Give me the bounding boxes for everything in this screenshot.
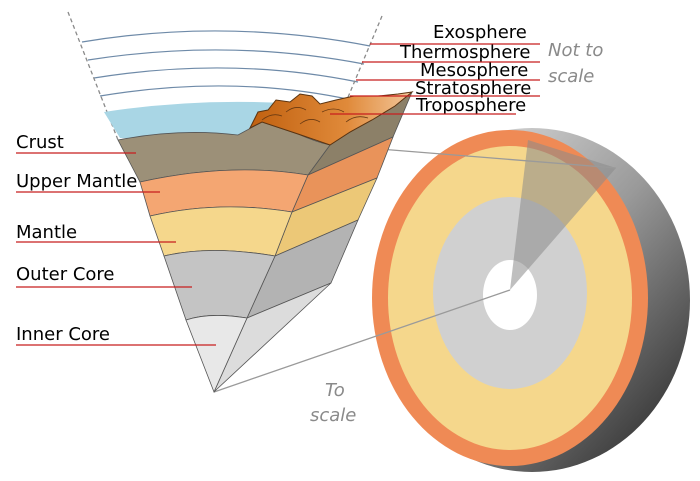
mantle-layer — [149, 206, 293, 257]
mountain-ridge-3 — [299, 119, 321, 125]
mountain-ridge-5 — [345, 116, 369, 123]
scale-notes: Not to scale To scale — [310, 40, 603, 426]
mountain-ridge-4 — [321, 108, 345, 113]
atmosphere-arcs — [81, 30, 371, 101]
connector-bottom — [213, 289, 511, 393]
troposphere-label: Troposphere — [415, 95, 526, 116]
inner-core-layer — [185, 315, 248, 394]
atmosphere-labels: Exosphere Thermosphere Mesosphere Strato… — [399, 22, 540, 116]
outer-core-label: Outer Core — [16, 264, 115, 285]
inner-core-label: Inner Core — [16, 324, 110, 345]
mountain-ridge-2 — [285, 107, 307, 113]
mesosphere-label: Mesosphere — [420, 60, 528, 81]
mantle-label: Mantle — [16, 222, 77, 243]
upper-mantle-label: Upper Mantle — [16, 171, 137, 192]
earth-cutaway — [372, 128, 690, 472]
exosphere-arc — [81, 30, 371, 47]
wedge-highlight — [510, 140, 616, 290]
earth-inner-core — [483, 260, 537, 330]
not-to-scale-note-line2: scale — [548, 66, 594, 87]
atmosphere-stubs — [330, 43, 400, 115]
wedge-layers — [117, 90, 413, 394]
layer-labels: Crust Upper Mantle Mantle Outer Core Inn… — [16, 132, 216, 346]
right-edge-dashed — [345, 15, 383, 103]
crust-label: Crust — [16, 132, 64, 153]
exosphere-label: Exosphere — [433, 22, 527, 43]
to-scale-note-line2: scale — [310, 405, 356, 426]
thermosphere-arc — [87, 49, 365, 65]
not-to-scale-note-line1: Not to — [548, 40, 603, 61]
to-scale-note-line1: To — [325, 380, 345, 401]
mesosphere-arc — [93, 67, 359, 83]
stratosphere-arc — [99, 85, 353, 101]
thermosphere-label: Thermosphere — [399, 42, 530, 63]
mountain-ridge-1 — [261, 114, 283, 121]
stratosphere-label: Stratosphere — [415, 78, 531, 99]
